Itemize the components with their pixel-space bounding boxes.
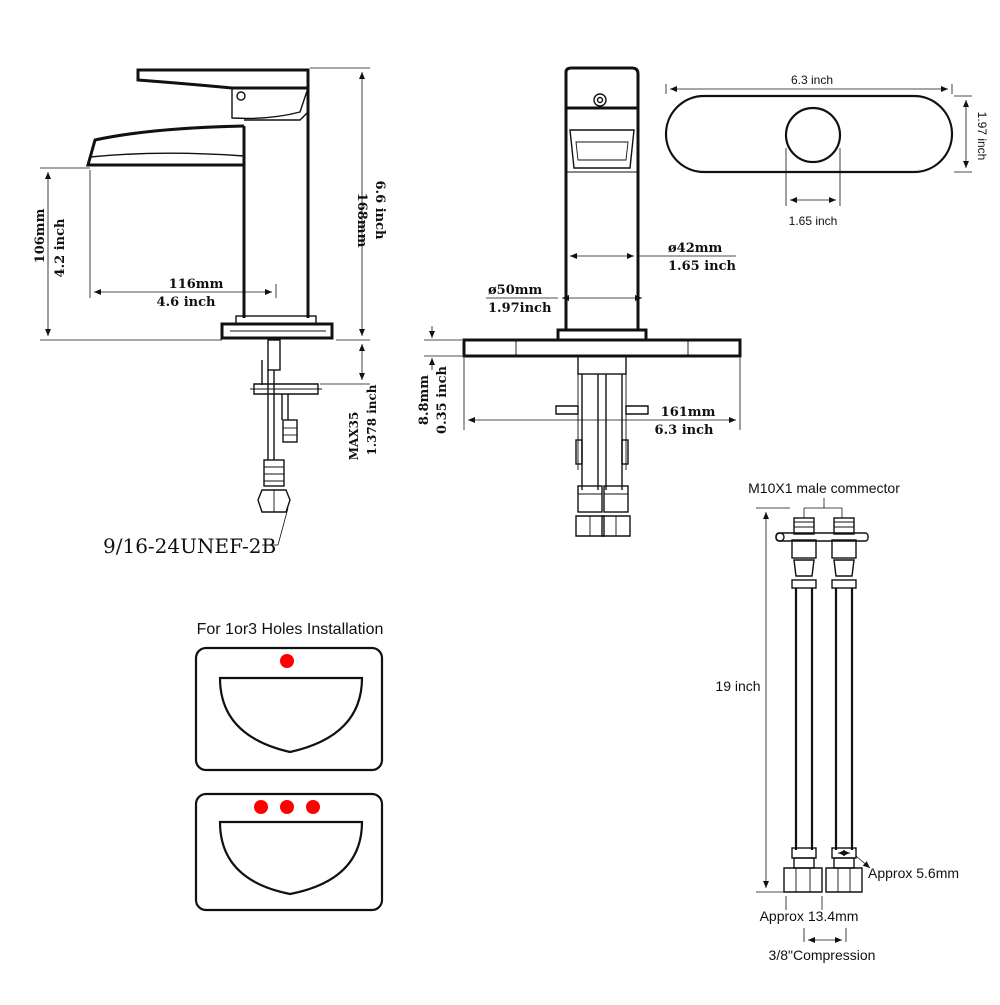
sink-three-hole [194,792,384,912]
faucet-hole-right [306,800,320,814]
sink-three-hole-basin [218,820,364,896]
base-dia-in-label: 1.97inch [488,301,552,316]
body-dia-in-label: 1.65 inch [668,259,736,274]
handle-lever [136,68,310,90]
compression-label: 3/8"Compression [769,947,876,963]
height-mm-label: 168mm [354,193,369,248]
reach-in-label: 4.6 inch [157,295,216,310]
deck-plate-top-view: 6.3 inch 1.97 inch 1.65 inch [664,73,989,228]
thread-label: 9/16-24UNEF-2B [103,534,276,558]
handle-screw [236,91,246,101]
plate-top-hole-label: 1.65 inch [789,214,838,228]
hose-nut-side [257,489,291,513]
plate-top-width-label: 6.3 inch [791,73,833,87]
reach-mm-label: 116mm [169,277,224,292]
side-view-dimensions: 168mm 6.6 inch 106mm 4.2 inch 116mm 4.6 … [33,67,387,558]
sink-one-hole-basin [218,676,364,754]
front-view-faucet [462,66,742,537]
mounting-nut-plate [253,383,319,395]
deck-max-in-label: 1.378 inch [365,384,379,455]
nut-size-label: Approx 5.6mm [868,865,959,881]
spout-height-mm-label: 106mm [33,208,48,263]
plate-width-in-label: 6.3 inch [655,423,714,438]
height-in-label: 6.6 inch [372,181,387,240]
hose-length-label: 19 inch [715,678,760,694]
nut-width-label: Approx 13.4mm [760,908,859,924]
waterfall-spout [86,124,245,167]
installation-options: For 1or3 Holes Installation [194,621,384,912]
left-hose-nut [783,867,823,893]
side-view-faucet [86,68,334,513]
deck-max-label: MAX35 [347,412,361,461]
faucet-hole [280,654,294,668]
front-spout-opening [569,129,635,169]
front-view-dimensions: ø42mm 1.65 inch ø50mm 1.97inch 8.8mm 0.3… [417,241,741,438]
front-hose-nut-right [601,515,631,537]
plate-thick-mm-label: 8.8mm [417,375,432,425]
plate-width-mm-label: 161mm [661,405,716,420]
spout-height-in-label: 4.2 inch [53,218,68,277]
supply-hoses: M10X1 male commector [708,480,959,963]
base-plate [220,322,334,340]
deck-plate-outline [664,94,954,174]
base-dia-mm-label: ø50mm [488,283,543,298]
right-hose-nut [825,867,863,893]
faucet-hole-center [280,800,294,814]
faucet-hole-left [254,800,268,814]
sink-one-hole [194,646,384,772]
plate-thick-in-label: 0.35 inch [435,365,450,433]
body-dia-mm-label: ø42mm [668,241,723,256]
front-handle [564,66,640,110]
hose-connector-label: M10X1 male commector [748,480,900,496]
deck-plate-hole [784,106,842,164]
install-title: For 1or3 Holes Installation [197,621,384,638]
plate-top-height-label: 1.97 inch [975,112,989,161]
deck-plate-front [462,338,742,358]
